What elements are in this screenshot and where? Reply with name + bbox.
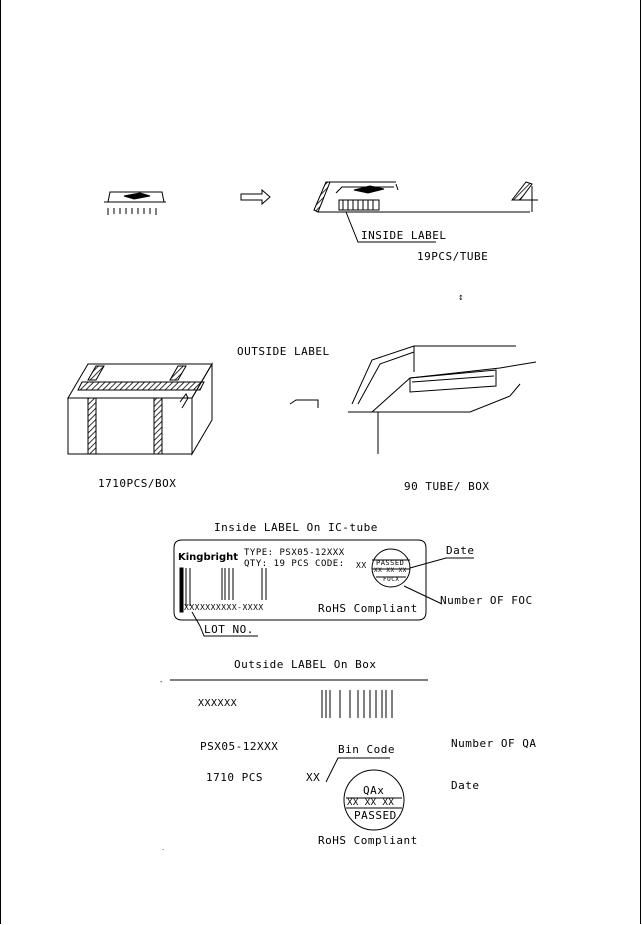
rohs-outside: RoHS Compliant	[318, 834, 418, 847]
svg-text:-: -	[160, 678, 163, 686]
outside-barcode	[321, 690, 393, 718]
open-box-drawing	[348, 345, 537, 454]
stamp-date-outside: XX XX XX	[347, 798, 395, 808]
bin-callout: Bin Code	[338, 743, 395, 756]
date-callout-inside: Date	[446, 544, 475, 557]
svg-text:·: ·	[162, 846, 164, 854]
lot-callout: LOT NO.	[204, 623, 254, 636]
inside-label-heading: Inside LABEL On IC-tube	[214, 521, 378, 534]
code-value: XX	[356, 561, 367, 570]
foc-callout: Number OF FOC	[440, 594, 533, 607]
inside-barcode	[179, 567, 267, 613]
rohs-inside: RoHS Compliant	[318, 602, 418, 615]
inside-label-frame	[173, 539, 474, 637]
date-callout-outside: Date	[451, 779, 480, 792]
stamp-foc: FOCX	[383, 576, 400, 583]
outside-label-leader	[289, 399, 319, 408]
tubes-per-box: 90 TUBE/ BOX	[404, 480, 490, 493]
bin-value: XX	[306, 771, 321, 784]
right-arrow-icon	[240, 188, 271, 206]
stamp-passed-outside: PASSED	[354, 809, 397, 822]
outside-label-callout: OUTSIDE LABEL	[237, 345, 330, 358]
ic-chip-drawing	[104, 191, 166, 215]
qa-callout: Number OF QA	[451, 737, 537, 750]
inside-label-callout: INSIDE LABEL	[361, 229, 447, 242]
qty-line: QTY: 19 PCS CODE:	[244, 559, 345, 569]
code-text: XXXXXX	[198, 698, 238, 709]
outside-label-heading: Outside LABEL On Box	[234, 658, 377, 671]
stamp-date: XX XX XX	[374, 567, 407, 574]
type-line: TYPE: PSX05-12XXX	[244, 548, 345, 558]
outside-label-frame: - ·	[160, 678, 428, 854]
stamp-passed: PASSED	[376, 559, 405, 567]
shipping-box-drawing	[67, 362, 213, 456]
box-quantity: 1710PCS/BOX	[98, 477, 177, 490]
stray-mark: ↕	[458, 294, 464, 302]
barcode-text: XXXXXXXXXX-XXXX	[184, 603, 264, 612]
part-number: PSX05-12XXX	[200, 740, 279, 753]
tube-quantity: 19PCS/TUBE	[417, 250, 489, 263]
stamp-qa: QAx	[363, 784, 385, 797]
quantity: 1710 PCS	[206, 771, 263, 784]
ic-tube-drawing	[313, 181, 538, 243]
brand-name: Kingbright	[178, 552, 239, 563]
